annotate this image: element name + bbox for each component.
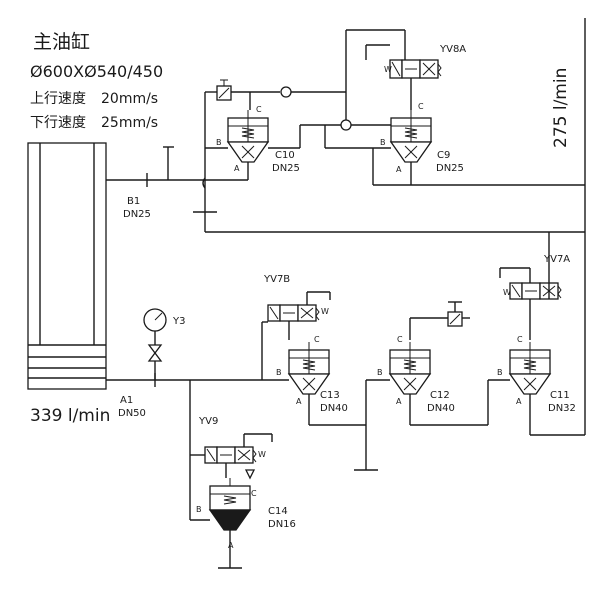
svg-text:B: B <box>216 138 222 147</box>
svg-text:A: A <box>296 397 302 406</box>
svg-text:B: B <box>196 505 202 514</box>
cartridge-c12-size: DN40 <box>427 403 455 414</box>
svg-text:W: W <box>321 307 329 316</box>
cartridge-c14-id: C14 <box>268 506 288 517</box>
cartridge-c14 <box>208 478 252 531</box>
svg-text:C: C <box>517 335 523 344</box>
port-b1-size: DN25 <box>123 209 151 220</box>
svg-text:B: B <box>380 138 386 147</box>
port-a1: A1 <box>120 395 133 406</box>
valve-yv8a-label: YV8A <box>439 44 466 55</box>
down-speed-label: 下行速度 <box>30 115 86 131</box>
cartridge-c11-id: C11 <box>550 390 570 401</box>
cartridge-c9-size: DN25 <box>436 163 464 174</box>
pressure-gauge-y3 <box>143 308 167 380</box>
cartridge-c11-size: DN32 <box>548 403 576 414</box>
svg-text:A: A <box>234 164 240 173</box>
cartridge-c9 <box>390 109 432 163</box>
port-b1: B1 <box>127 196 140 207</box>
cartridge-c10 <box>227 109 269 163</box>
cartridge-c10-id: C10 <box>275 150 295 161</box>
cartridge-c9-id: C9 <box>437 150 450 161</box>
svg-text:C: C <box>418 102 424 111</box>
check-valve-c14 <box>244 469 256 480</box>
relief-valve-lower <box>447 311 463 327</box>
cartridge-c12 <box>389 341 431 395</box>
port-a1-size: DN50 <box>118 408 146 419</box>
svg-text:W: W <box>258 450 266 459</box>
down-speed-value: 25mm/s <box>101 115 158 131</box>
svg-text:W: W <box>503 288 511 297</box>
svg-text:B: B <box>377 368 383 377</box>
check-valve-upper <box>280 86 292 98</box>
svg-text:W: W <box>384 65 392 74</box>
up-speed-label: 上行速度 <box>30 91 86 107</box>
svg-text:A: A <box>396 397 402 406</box>
svg-text:A: A <box>516 397 522 406</box>
solenoid-valve-yv9 <box>204 446 257 464</box>
cartridge-c14-size: DN16 <box>268 519 296 530</box>
cylinder-spec: Ø600XØ540/450 <box>30 62 163 81</box>
cartridge-c11 <box>509 341 551 395</box>
relief-valve-upper <box>216 79 232 101</box>
svg-text:A: A <box>228 541 234 550</box>
svg-text:C: C <box>251 489 257 498</box>
solenoid-valve-yv8a <box>389 59 442 79</box>
valve-yv7a-label: YV7A <box>543 254 570 265</box>
solenoid-valve-yv7b <box>267 304 320 322</box>
solenoid-valve-yv7a <box>509 282 562 300</box>
cylinder-title: 主油缸 <box>33 31 90 53</box>
valve-yv7b-label: YV7B <box>263 274 290 285</box>
svg-text:C: C <box>314 335 320 344</box>
cartridge-c13-id: C13 <box>320 390 340 401</box>
flow-label-bottom: 339 l/min <box>30 406 110 426</box>
flow-label-right: 275 l/min <box>551 68 571 148</box>
valve-yv9-label: YV9 <box>198 416 218 427</box>
cartridge-c13 <box>288 341 330 395</box>
up-speed-value: 20mm/s <box>101 91 158 107</box>
cartridge-c12-id: C12 <box>430 390 450 401</box>
main-cylinder <box>27 142 107 390</box>
svg-text:A: A <box>396 165 402 174</box>
gauge-y3-label: Y3 <box>172 316 185 327</box>
svg-text:B: B <box>276 368 282 377</box>
svg-text:C: C <box>397 335 403 344</box>
shuttle-valve <box>340 119 352 131</box>
cartridge-c10-size: DN25 <box>272 163 300 174</box>
svg-text:C: C <box>256 105 262 114</box>
svg-text:B: B <box>497 368 503 377</box>
cartridge-c13-size: DN40 <box>320 403 348 414</box>
